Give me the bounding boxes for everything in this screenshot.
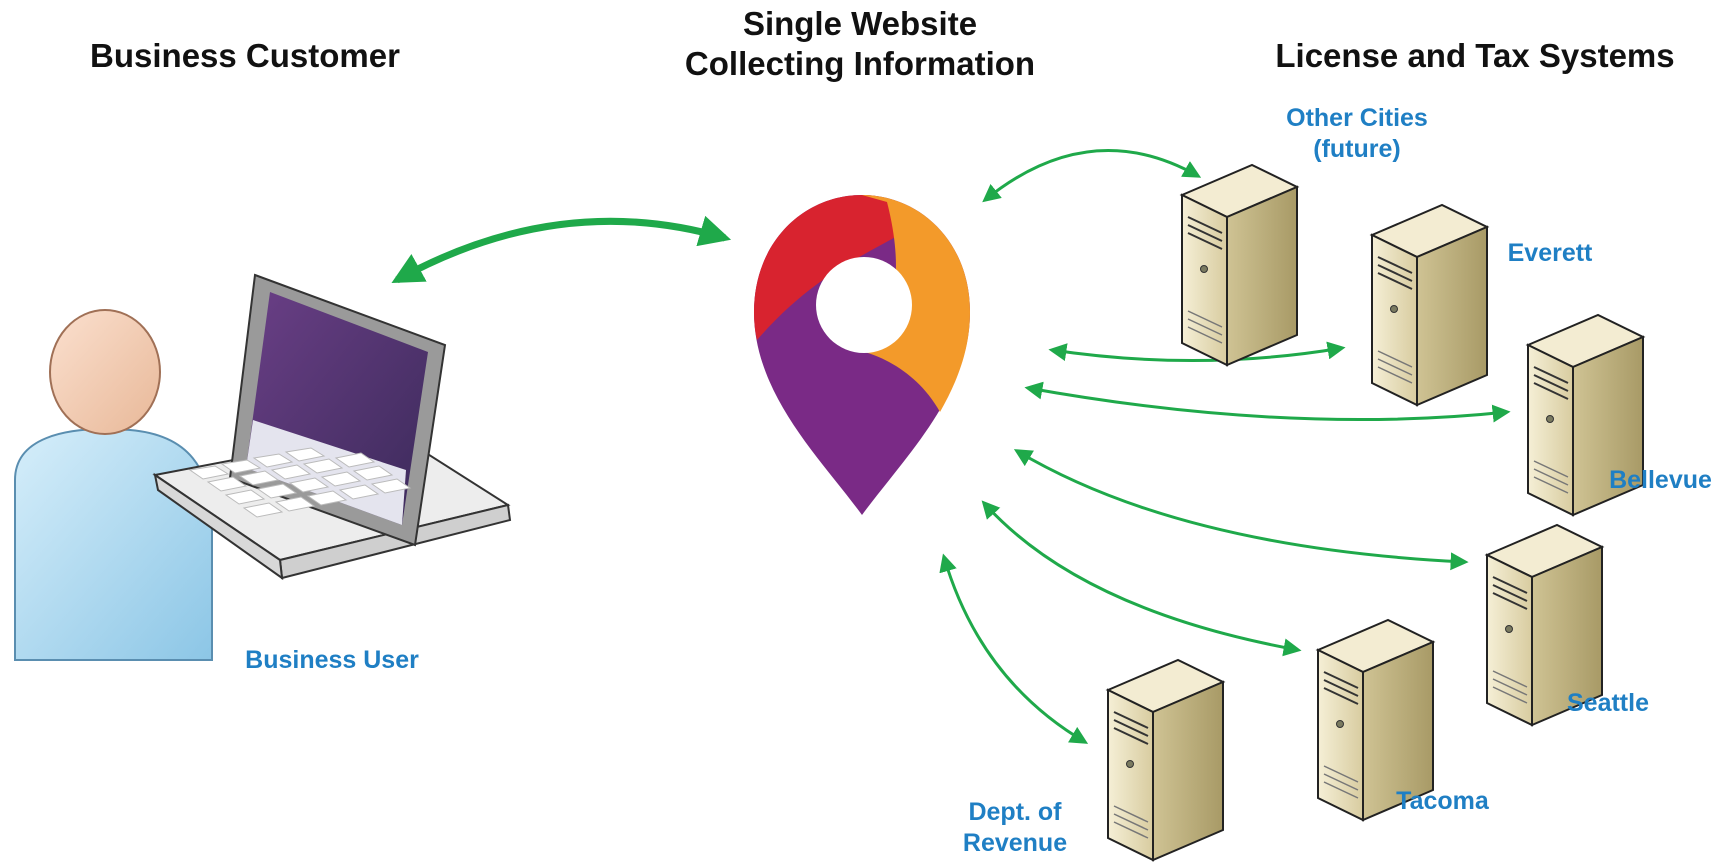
business-customer-heading: Business Customer: [90, 37, 400, 74]
arrow-website-seattle: [1013, 449, 1469, 571]
arrow-website-revenue: [939, 553, 1089, 744]
arrow-website-everett: [1048, 341, 1346, 362]
server-label-everett: Everett: [1507, 239, 1593, 267]
laptop-icon: [152, 273, 512, 581]
business-user-label: Business User: [245, 646, 419, 674]
website-logo: [754, 195, 970, 515]
arrow-website-other-cities: [982, 149, 1202, 203]
server-label-revenue-line2: Revenue: [962, 829, 1068, 857]
arrow-website-bellevue: [1024, 381, 1511, 423]
single-website-heading-line1: Single Website: [742, 5, 978, 42]
server-label-tacoma: Tacoma: [1396, 787, 1489, 815]
server-label-other-cities: Other Cities (future): [1262, 103, 1452, 165]
server-label-revenue: Dept. of Revenue: [955, 797, 1075, 859]
single-website-heading: Single Website Collecting Information: [610, 4, 1110, 84]
server-everett: [1371, 204, 1488, 406]
server-other-cities: [1181, 164, 1298, 366]
arrow-user-website: [391, 215, 732, 284]
single-website-heading-line2: Collecting Information: [684, 45, 1036, 82]
server-revenue: [1107, 659, 1224, 861]
server-label-revenue-line1: Dept. of: [968, 798, 1062, 826]
license-tax-heading: License and Tax Systems: [1275, 37, 1675, 74]
server-label-bellevue: Bellevue: [1609, 466, 1712, 494]
server-label-other-cities-line2: (future): [1313, 135, 1401, 163]
server-label-seattle: Seattle: [1567, 689, 1649, 717]
server-label-other-cities-line1: Other Cities: [1286, 104, 1428, 132]
arrow-website-tacoma: [981, 500, 1302, 657]
